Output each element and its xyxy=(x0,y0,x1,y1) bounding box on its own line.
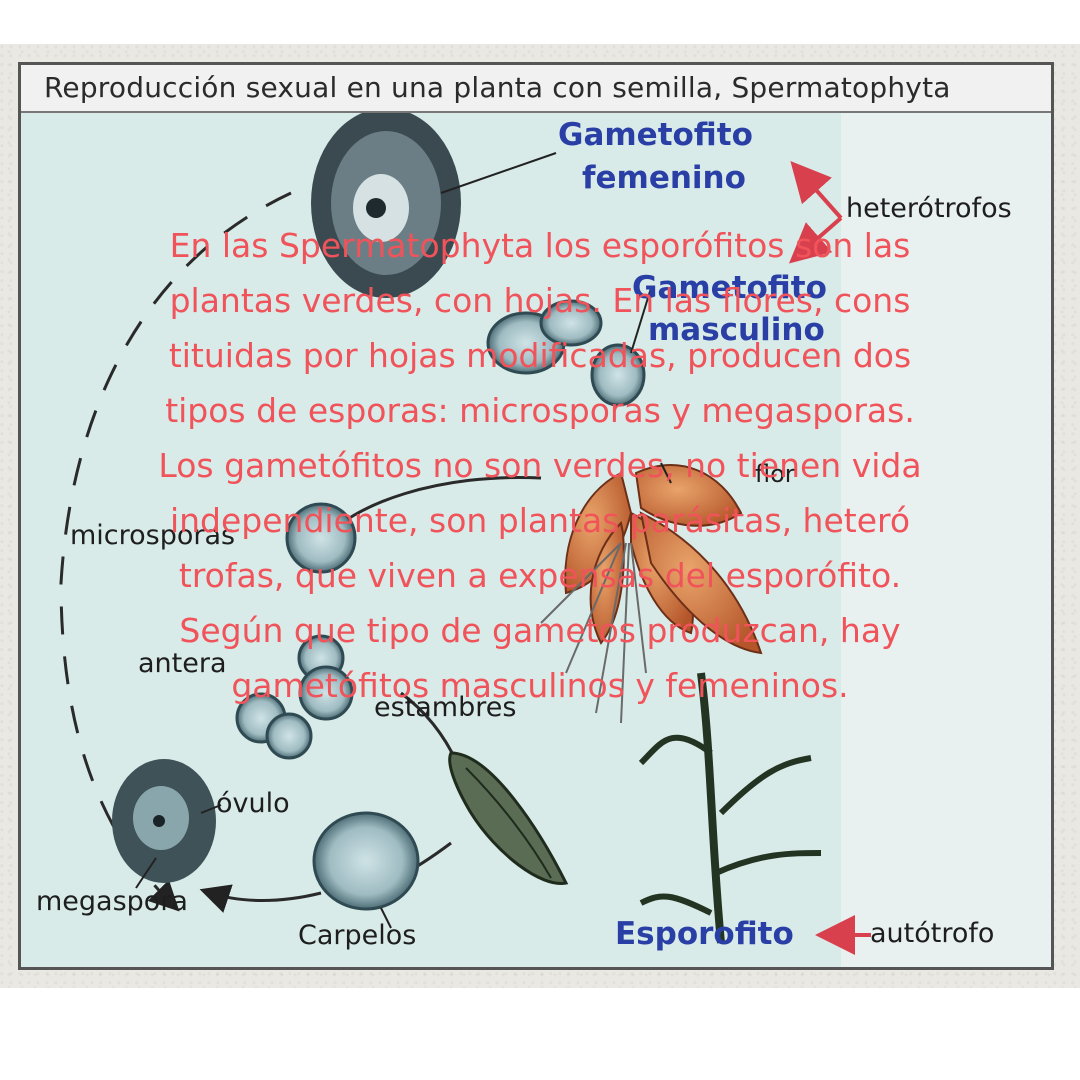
label-megaspora: megaspora xyxy=(36,886,188,917)
overlay-line: tituidas por hojas modificadas, producen… xyxy=(168,336,912,375)
label-gametofito-masculino-2: masculino xyxy=(648,312,825,348)
overlay-line: Según que tipo de gametos produzcan, hay xyxy=(179,611,901,650)
carpel-drawing xyxy=(312,811,420,929)
diagram-title: Reproducción sexual en una planta con se… xyxy=(44,71,951,104)
label-microsporas: microsporas xyxy=(70,520,236,551)
label-gametofito-femenino-2: femenino xyxy=(582,160,746,196)
male-gametophyte-drawing xyxy=(486,287,652,407)
lily-drawing xyxy=(540,462,822,944)
label-antera: antera xyxy=(138,648,227,679)
overlay-line: plantas verdes, con hojas. En las flores… xyxy=(169,281,911,320)
label-gametofito-femenino-1: Gametofito xyxy=(558,117,753,153)
right-panel-bg xyxy=(841,113,1051,967)
label-gametofito-masculino-1: Gametofito xyxy=(632,270,827,306)
ovule-drawing xyxy=(112,759,222,889)
overlay-line: En las Spermatophyta los esporófitos son… xyxy=(169,226,911,265)
title-bar xyxy=(21,65,1051,113)
overlay-line: gametófitos masculinos y femeninos. xyxy=(231,666,849,705)
microspore-drawing xyxy=(235,502,357,760)
heterotrophy-arrows xyxy=(788,161,843,264)
overlay-line: Los gametófitos no son verdes, no tienen… xyxy=(158,446,922,485)
label-heterotrofos: heterótrofos xyxy=(846,193,1012,224)
label-carpelos: Carpelos xyxy=(298,920,417,951)
overlay-line: trofas, que viven a expensas del esporóf… xyxy=(178,556,902,595)
female-gametophyte-drawing xyxy=(311,113,557,298)
label-autotrofo: autótrofo xyxy=(870,918,995,949)
seed-pod-drawing xyxy=(448,751,569,885)
label-estambres: estambres xyxy=(374,692,517,723)
label-flor: flor xyxy=(755,460,795,488)
label-ovulo: óvulo xyxy=(216,788,290,819)
overlay-line: tipos de esporas: microsporas y megaspor… xyxy=(165,391,915,430)
overlay-caption: En las Spermatophyta los esporófitos son… xyxy=(100,218,980,713)
life-cycle-illustration xyxy=(59,113,1051,967)
label-esporofito: Esporofito xyxy=(615,916,794,952)
overlay-line: independiente, son plantas parásitas, he… xyxy=(169,501,911,540)
